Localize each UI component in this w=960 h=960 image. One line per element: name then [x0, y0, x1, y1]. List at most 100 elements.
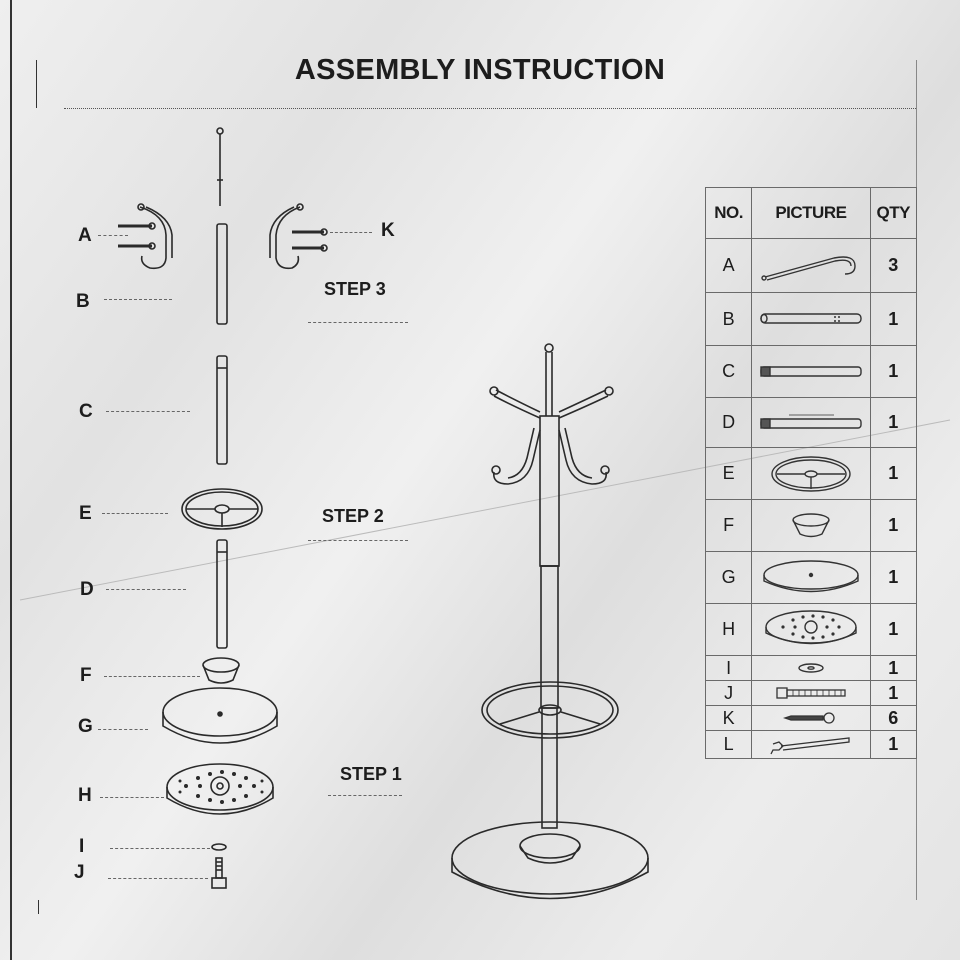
title-divider [64, 108, 916, 109]
step-1-label: STEP 1 [340, 764, 402, 784]
part-label-c: C [79, 401, 93, 422]
weight-plate-h-icon [166, 763, 274, 815]
leader-i [110, 848, 210, 849]
row-qty: 1 [869, 345, 918, 398]
row-qty: 1 [869, 447, 918, 500]
row-no: G [704, 551, 753, 604]
row-qty: 6 [869, 705, 918, 731]
left-margin-tick [36, 60, 37, 108]
pole-d-icon [216, 539, 228, 649]
wrench-icon [770, 736, 850, 754]
right-margin-line [916, 60, 917, 900]
header-no: NO. [704, 187, 753, 239]
part-label-f: F [80, 665, 92, 686]
left-margin-tick-bottom [38, 900, 39, 914]
drip-cup-icon [792, 512, 830, 537]
base-g-icon [162, 687, 278, 744]
washer-icon [798, 663, 824, 673]
leader-d [106, 589, 186, 590]
row-no: H [704, 603, 753, 656]
part-label-d: D [80, 579, 94, 600]
umbrella-ring-e-icon [181, 488, 263, 530]
leader-b [104, 299, 172, 300]
weight-plate-icon [765, 609, 857, 644]
leader-k [330, 232, 372, 233]
leader-c [106, 411, 190, 412]
part-label-j: J [74, 862, 85, 883]
table-row: A 3 [704, 238, 918, 293]
table-row: J 1 [704, 680, 918, 706]
table-row: D 1 [704, 397, 918, 448]
leader-a [98, 235, 128, 236]
leader-j [108, 878, 208, 879]
table-row: B 1 [704, 292, 918, 346]
table-row: E 1 [704, 447, 918, 500]
drip-cup-f-icon [202, 657, 240, 684]
row-qty: 1 [869, 603, 918, 656]
table-row: G 1 [704, 551, 918, 604]
bolt-icon [776, 687, 846, 699]
left-border [10, 0, 12, 960]
row-no: K [704, 705, 753, 731]
leader-g [98, 729, 148, 730]
table-row: F 1 [704, 499, 918, 552]
row-no: B [704, 292, 753, 346]
part-label-a: A [78, 225, 92, 246]
row-no: D [704, 397, 753, 448]
hook-k-icon [269, 203, 328, 270]
table-row: C 1 [704, 345, 918, 398]
row-qty: 1 [869, 397, 918, 448]
hook-a-icon [118, 203, 173, 270]
table-row: K 6 [704, 705, 918, 731]
part-label-g: G [78, 716, 93, 737]
page-title: ASSEMBLY INSTRUCTION [294, 54, 666, 86]
part-label-h: H [78, 785, 92, 806]
header-qty: QTY [869, 187, 918, 239]
row-no: E [704, 447, 753, 500]
row-qty: 1 [869, 680, 918, 706]
part-label-k: K [381, 220, 395, 241]
row-no: J [704, 680, 753, 706]
lower-pole-icon [760, 414, 862, 429]
table-row: H 1 [704, 603, 918, 656]
row-no: F [704, 499, 753, 552]
row-qty: 1 [869, 499, 918, 552]
row-qty: 1 [869, 292, 918, 346]
row-qty: 3 [869, 238, 918, 293]
row-no: L [704, 730, 753, 759]
pole-c-icon [216, 355, 228, 465]
washer-i-icon [211, 843, 227, 851]
assembled-coat-stand-icon [451, 343, 649, 900]
pole-b-icon [216, 223, 228, 325]
leader-step2 [308, 540, 408, 541]
bolt-j-icon [211, 857, 227, 889]
leader-h [100, 797, 164, 798]
header-picture: PICTURE [751, 187, 871, 239]
row-qty: 1 [869, 730, 918, 759]
row-no: A [704, 238, 753, 293]
part-label-i: I [79, 836, 85, 857]
part-label-b: B [76, 291, 90, 312]
table-row: I 1 [704, 655, 918, 681]
top-pole-icon [760, 313, 862, 324]
row-qty: 1 [869, 655, 918, 681]
leader-step1 [328, 795, 402, 796]
step-2-label: STEP 2 [322, 506, 384, 526]
table-row: L 1 [704, 730, 918, 759]
middle-pole-icon [760, 365, 862, 377]
table-header-row: NO. PICTURE QTY [704, 187, 918, 239]
parts-table: NO. PICTURE QTY A 3 B 1 C [704, 187, 918, 759]
top-finial-icon [216, 127, 224, 206]
screw-icon [782, 712, 835, 724]
hook-icon [761, 255, 856, 281]
base-plate-icon [763, 559, 859, 592]
row-no: I [704, 655, 753, 681]
step-3-label: STEP 3 [324, 279, 386, 299]
leader-e [102, 513, 168, 514]
umbrella-ring-icon [771, 455, 851, 492]
leader-f [104, 676, 200, 677]
part-label-e: E [79, 503, 92, 524]
row-qty: 1 [869, 551, 918, 604]
leader-step3 [308, 322, 408, 323]
